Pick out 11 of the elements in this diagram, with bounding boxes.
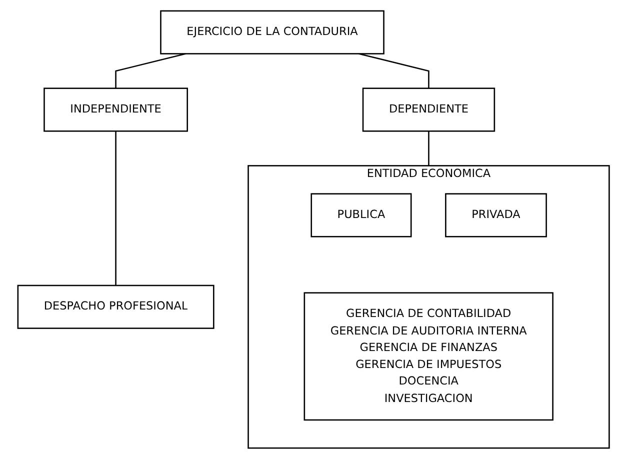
connector — [116, 131, 117, 286]
connector — [359, 53, 430, 88]
connector — [428, 131, 430, 166]
node-box: INDEPENDIENTE — [44, 88, 188, 132]
node-box: PUBLICA — [311, 193, 412, 238]
node-box: PRIVADA — [445, 193, 548, 238]
connector — [116, 53, 186, 88]
node-box: EJERCICIO DE LA CONTADURIA — [160, 10, 385, 54]
node-box: DEPENDIENTE — [362, 88, 496, 132]
node-box: GERENCIA DE CONTABILIDAD GERENCIA DE AUDITORIA INTERNA GERENCIA DE FINANZAS GERENCIA DE IMPUESTOS DOCENCIA INVESTIGACION — [304, 292, 554, 421]
node-box: DESPACHO PROFESIONAL — [18, 284, 215, 329]
